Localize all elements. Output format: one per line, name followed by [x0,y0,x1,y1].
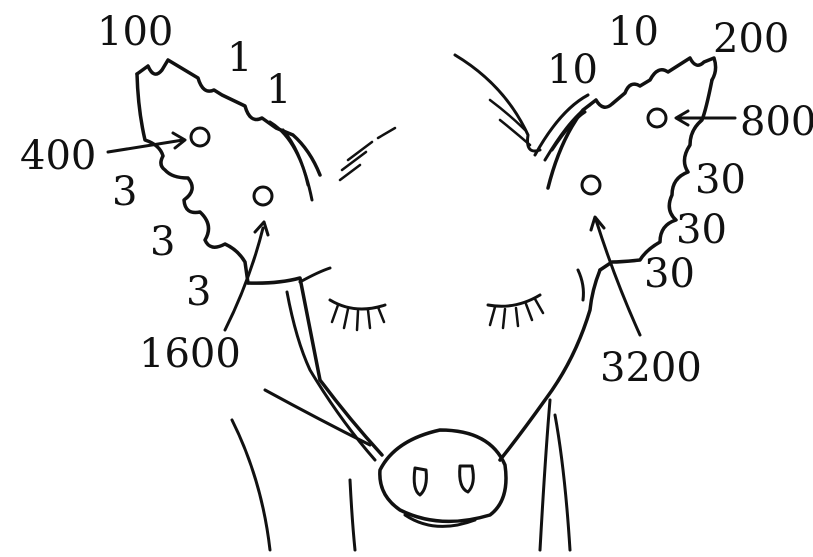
right-eye [488,295,543,328]
label-30-bottom: 30 [644,254,695,294]
label-10-left: 10 [547,50,598,90]
label-100: 100 [97,12,173,52]
snout [380,430,506,526]
label-3-middle: 3 [150,222,175,262]
label-10-right: 10 [608,12,659,52]
label-30-top: 30 [695,160,746,200]
label-3-bottom: 3 [186,272,211,312]
label-3200: 3200 [600,348,702,388]
label-1-lower: 1 [266,70,291,110]
label-1600: 1600 [139,334,241,374]
label-1-upper: 1 [227,38,252,78]
label-800: 800 [740,102,813,142]
label-200: 200 [713,19,789,59]
label-30-middle: 30 [676,210,727,250]
label-400: 400 [20,136,96,176]
neck-lines [232,390,570,550]
label-3-top: 3 [112,172,137,212]
left-eye [330,300,385,330]
